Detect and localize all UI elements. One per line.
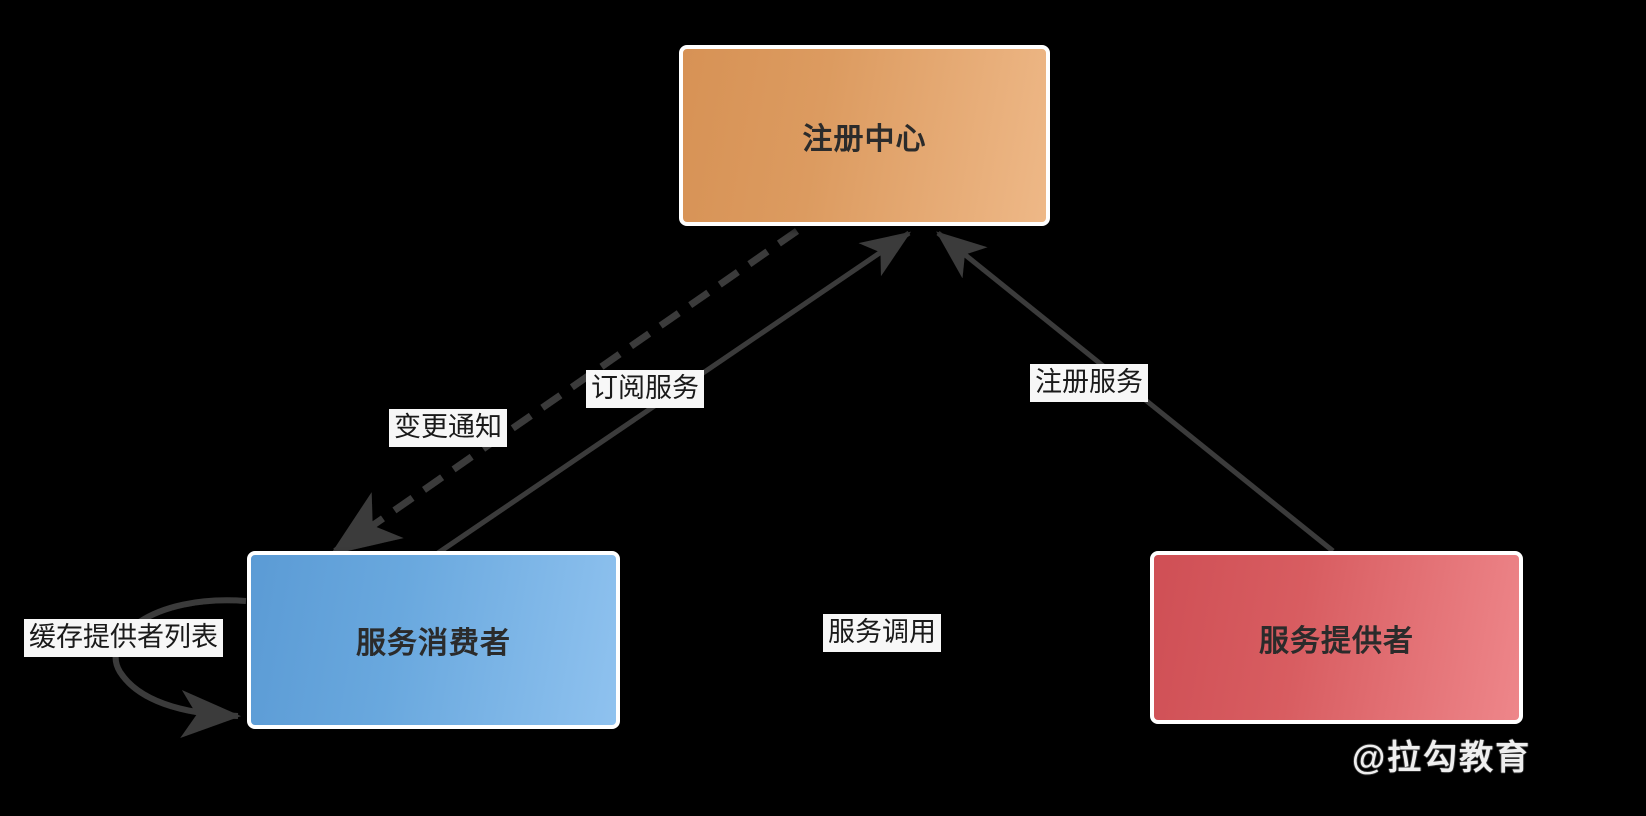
node-registry-center[interactable]: 注册中心 xyxy=(679,45,1050,226)
node-service-provider-label: 服务提供者 xyxy=(1259,624,1414,658)
watermark: @拉勾教育 xyxy=(1352,739,1532,777)
edge-label-cache-provider-list: 缓存提供者列表 xyxy=(24,619,223,657)
node-service-consumer-label: 服务消费者 xyxy=(356,627,511,660)
node-registry-center-label: 注册中心 xyxy=(802,122,927,156)
edge-cache-list-path xyxy=(112,597,247,739)
node-service-consumer[interactable]: 服务消费者 xyxy=(247,551,620,729)
edge-label-service-call: 服务调用 xyxy=(823,614,941,652)
node-service-provider[interactable]: 服务提供者 xyxy=(1150,551,1523,724)
edge-change-notify-line xyxy=(330,228,799,556)
edge-label-change-notify: 变更通知 xyxy=(389,409,507,447)
edge-label-subscribe: 订阅服务 xyxy=(586,370,704,408)
edge-label-register: 注册服务 xyxy=(1030,364,1148,402)
